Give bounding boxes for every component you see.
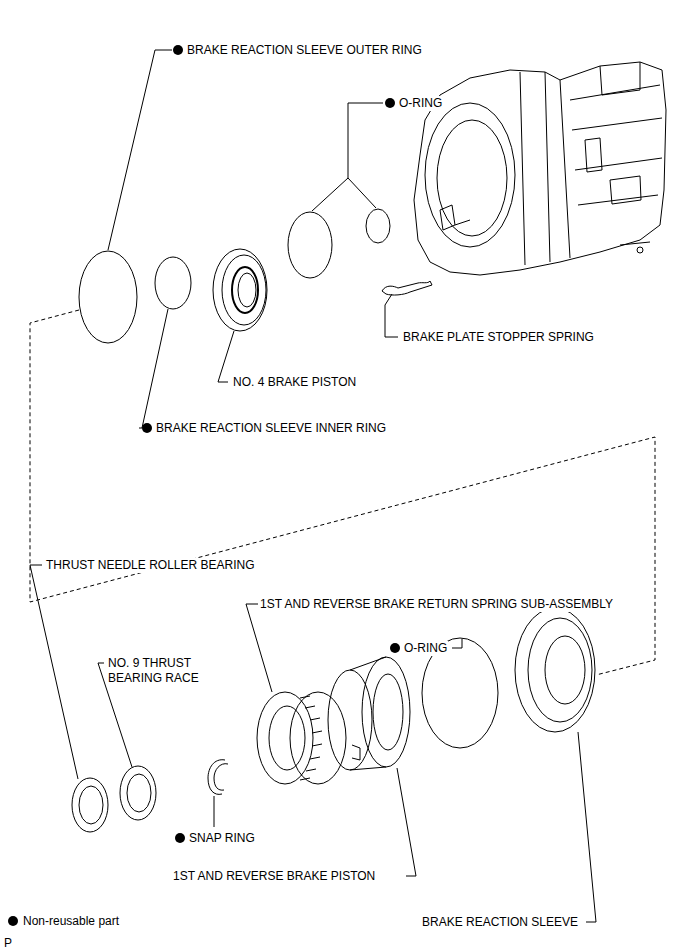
snap-ring bbox=[208, 760, 228, 795]
transmission-case bbox=[414, 62, 666, 275]
part-name: BRAKE PLATE STOPPER SPRING bbox=[402, 330, 595, 345]
part-name: 1ST AND REVERSE BRAKE PISTON bbox=[172, 869, 376, 884]
part-name: SNAP RING bbox=[188, 831, 256, 846]
stopper-spring bbox=[382, 281, 432, 295]
figure-code: P bbox=[3, 936, 13, 951]
part-name: THRUST NEEDLE ROLLER BEARING bbox=[45, 558, 256, 573]
part-name: O-RING bbox=[398, 96, 443, 111]
leader-line bbox=[108, 50, 172, 250]
bearing-race bbox=[120, 766, 156, 820]
reverse-brake-piston bbox=[328, 657, 410, 770]
part-name: NO. 9 THRUST BEARING RACE bbox=[107, 656, 205, 686]
inner-ring bbox=[155, 257, 191, 309]
no4-brake-piston bbox=[213, 249, 267, 331]
part-name: 1ST AND REVERSE BRAKE RETURN SPRING SUB-… bbox=[259, 597, 614, 612]
leader-line bbox=[385, 294, 398, 337]
leader-line bbox=[452, 639, 462, 648]
dashed-guide bbox=[30, 310, 655, 675]
part-name: BRAKE REACTION SLEEVE INNER RING bbox=[155, 421, 387, 436]
non-reusable-dot bbox=[8, 45, 400, 926]
leader-line bbox=[214, 796, 215, 827]
reaction-sleeve bbox=[515, 608, 595, 732]
leader-line bbox=[30, 565, 78, 779]
part-name: O-RING bbox=[403, 641, 448, 656]
leader-line bbox=[397, 768, 416, 876]
o-ring bbox=[366, 209, 390, 243]
return-spring bbox=[257, 692, 346, 784]
leader-line bbox=[246, 604, 272, 692]
thrust-bearing bbox=[72, 778, 108, 832]
leader-line bbox=[312, 103, 383, 211]
part-name: BRAKE REACTION SLEEVE OUTER RING bbox=[186, 43, 423, 58]
legend-text: Non-reusable part bbox=[22, 914, 120, 929]
o-ring bbox=[288, 212, 332, 278]
leader-line bbox=[578, 732, 596, 922]
part-name: BRAKE REACTION SLEEVE bbox=[421, 915, 579, 930]
leader-line bbox=[139, 309, 168, 428]
part-name: NO. 4 BRAKE PISTON bbox=[232, 375, 357, 390]
outer-ring bbox=[79, 251, 137, 343]
